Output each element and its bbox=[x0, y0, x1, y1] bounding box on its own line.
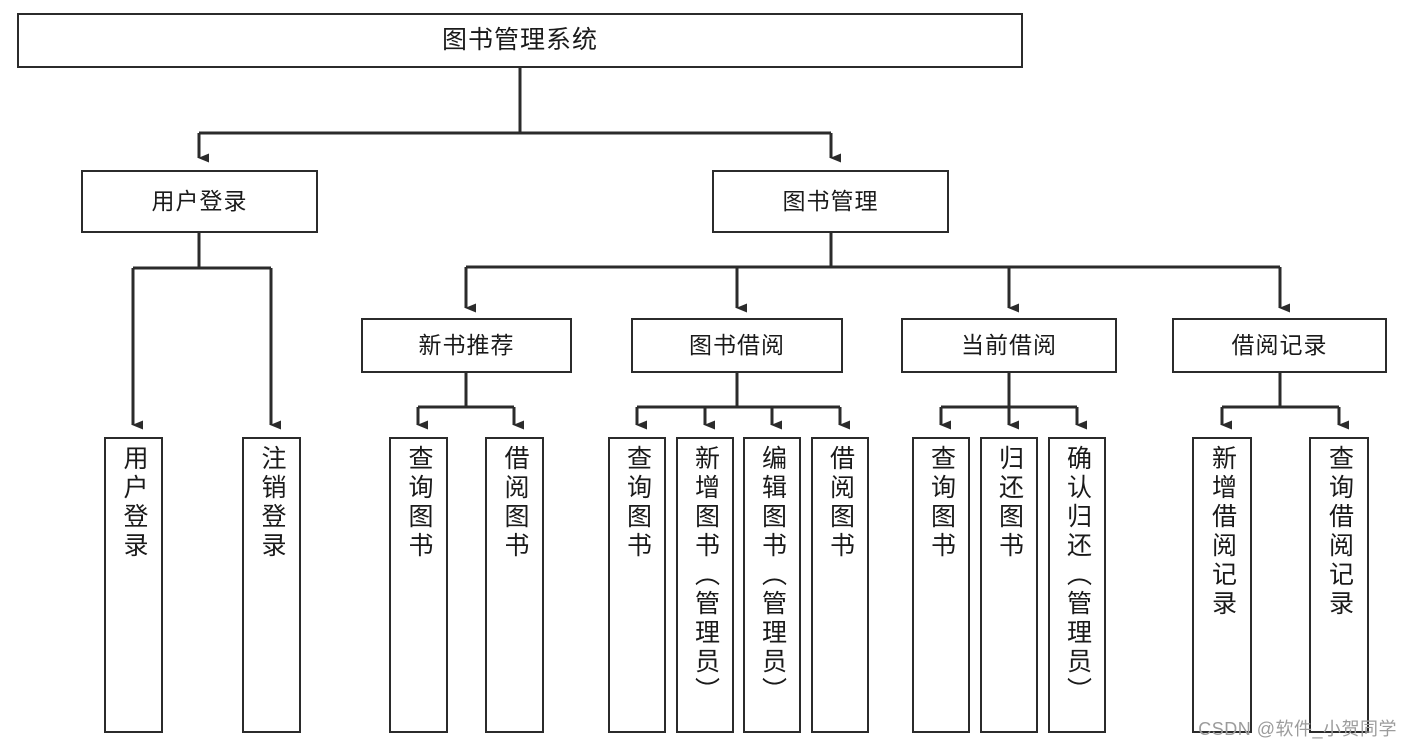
node-leaf-confirm-return-label: 确认归还（管理员） bbox=[1063, 445, 1092, 706]
node-leaf-user-logout-label: 注销登录 bbox=[258, 445, 286, 561]
node-leaf-query-book-2-label: 查询图书 bbox=[623, 445, 652, 561]
node-leaf-add-book-label: 新增图书（管理员） bbox=[691, 445, 720, 706]
node-leaf-borrow-book-1-label: 借阅图书 bbox=[501, 445, 529, 561]
node-leaf-borrow-book-2[interactable]: 借阅图书 bbox=[811, 437, 869, 733]
node-root-label: 图书管理系统 bbox=[441, 26, 598, 55]
node-leaf-add-record[interactable]: 新增借阅记录 bbox=[1192, 437, 1252, 733]
node-leaf-query-book-2[interactable]: 查询图书 bbox=[608, 437, 666, 733]
node-leaf-borrow-book-1[interactable]: 借阅图书 bbox=[485, 437, 544, 733]
node-book-borrow[interactable]: 图书借阅 bbox=[631, 318, 843, 373]
node-borrow-record[interactable]: 借阅记录 bbox=[1172, 318, 1387, 373]
node-leaf-return-book-label: 归还图书 bbox=[995, 445, 1024, 561]
node-leaf-user-logout[interactable]: 注销登录 bbox=[242, 437, 301, 733]
node-leaf-query-book-3-label: 查询图书 bbox=[927, 445, 956, 561]
node-user-login[interactable]: 用户登录 bbox=[81, 170, 318, 233]
node-book-manage[interactable]: 图书管理 bbox=[712, 170, 949, 233]
node-current-borrow-label: 当前借阅 bbox=[961, 332, 1057, 359]
node-leaf-add-book[interactable]: 新增图书（管理员） bbox=[676, 437, 734, 733]
node-book-manage-label: 图书管理 bbox=[782, 188, 879, 215]
node-leaf-edit-book[interactable]: 编辑图书（管理员） bbox=[743, 437, 801, 733]
node-book-borrow-label: 图书借阅 bbox=[689, 332, 785, 359]
watermark-text: CSDN @软件_小贺同学 bbox=[1198, 719, 1397, 739]
node-leaf-query-book-1[interactable]: 查询图书 bbox=[389, 437, 448, 733]
node-current-borrow[interactable]: 当前借阅 bbox=[901, 318, 1117, 373]
node-borrow-record-label: 借阅记录 bbox=[1231, 332, 1328, 359]
node-leaf-return-book[interactable]: 归还图书 bbox=[980, 437, 1038, 733]
node-new-book-rec[interactable]: 新书推荐 bbox=[361, 318, 572, 373]
node-leaf-query-record[interactable]: 查询借阅记录 bbox=[1309, 437, 1369, 733]
node-leaf-query-book-3[interactable]: 查询图书 bbox=[912, 437, 970, 733]
node-leaf-user-login[interactable]: 用户登录 bbox=[104, 437, 163, 733]
node-leaf-edit-book-label: 编辑图书（管理员） bbox=[758, 445, 787, 706]
node-leaf-confirm-return[interactable]: 确认归还（管理员） bbox=[1048, 437, 1106, 733]
node-leaf-user-login-label: 用户登录 bbox=[120, 445, 148, 561]
node-user-login-label: 用户登录 bbox=[151, 188, 248, 215]
node-leaf-add-record-label: 新增借阅记录 bbox=[1208, 445, 1237, 619]
node-new-book-rec-label: 新书推荐 bbox=[418, 332, 515, 359]
node-leaf-borrow-book-2-label: 借阅图书 bbox=[826, 445, 855, 561]
node-leaf-query-record-label: 查询借阅记录 bbox=[1325, 445, 1354, 619]
node-leaf-query-book-1-label: 查询图书 bbox=[405, 445, 433, 561]
node-root[interactable]: 图书管理系统 bbox=[17, 13, 1023, 68]
